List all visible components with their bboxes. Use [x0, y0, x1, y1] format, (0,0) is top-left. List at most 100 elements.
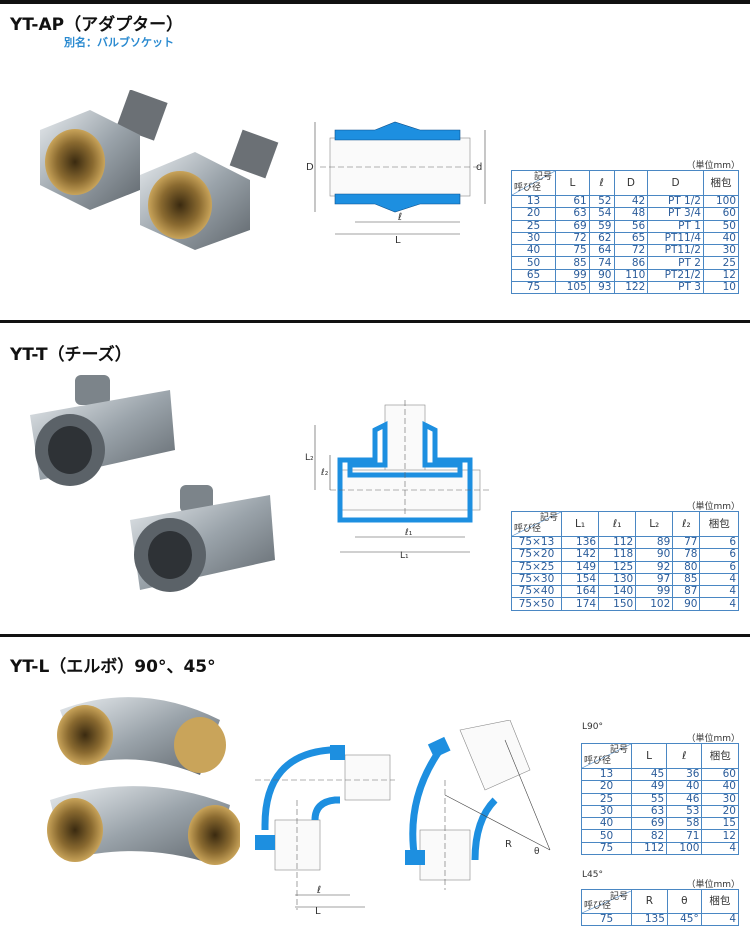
- value-cell: 42: [613, 194, 649, 209]
- value-cell: 69: [555, 219, 590, 233]
- size-cell: 65: [511, 268, 556, 283]
- col-header: 梱包: [701, 743, 739, 769]
- col-header: L: [630, 743, 668, 769]
- value-cell: 12: [702, 268, 740, 283]
- value-cell: 100: [666, 841, 703, 856]
- col-header: ℓ₂: [672, 511, 701, 537]
- value-cell: PT 1: [647, 219, 704, 233]
- size-cell: 30: [581, 804, 632, 819]
- value-cell: 80: [672, 560, 701, 574]
- value-cell: 154: [560, 572, 600, 587]
- size-cell: 13: [511, 194, 556, 209]
- size-cell: 13: [581, 767, 632, 782]
- value-cell: 6: [699, 535, 739, 550]
- value-cell: 85: [555, 256, 590, 270]
- elbow-photo: [47, 697, 240, 865]
- value-cell: PT21/2: [647, 268, 704, 283]
- value-cell: 71: [666, 829, 703, 843]
- value-cell: 36: [666, 767, 703, 782]
- value-cell: 55: [630, 792, 668, 806]
- size-cell: 75×25: [511, 560, 562, 574]
- value-cell: 72: [555, 231, 590, 246]
- size-cell: 75×13: [511, 535, 562, 550]
- value-cell: 92: [635, 560, 674, 574]
- dim-L1: L₁: [400, 551, 409, 560]
- size-cell: 40: [511, 244, 556, 258]
- value-cell: 140: [598, 585, 637, 599]
- tee-diagram: L₂ ℓ₂ ℓ₁ L₁: [305, 400, 490, 560]
- tee-photo: [30, 375, 275, 592]
- value-cell: 85: [672, 572, 701, 587]
- dim-L2: L₂: [305, 453, 314, 463]
- value-cell: 10: [702, 281, 740, 295]
- value-cell: 89: [635, 535, 674, 550]
- value-cell: 75: [555, 244, 590, 258]
- dim-L: L: [395, 235, 401, 245]
- value-cell: 86: [613, 256, 649, 270]
- size-cell: 25: [581, 792, 632, 806]
- value-cell: 30: [701, 792, 739, 806]
- col-header: θ: [666, 889, 702, 914]
- value-cell: 6: [699, 560, 739, 574]
- size-cell: 75×20: [511, 548, 562, 562]
- value-cell: 60: [701, 767, 739, 782]
- value-cell: 105: [555, 281, 590, 295]
- value-cell: 30: [702, 244, 740, 258]
- value-cell: 15: [701, 817, 739, 831]
- size-cell: 25: [511, 219, 556, 233]
- value-cell: 112: [598, 535, 637, 550]
- table-header: 記号呼び径 L ℓ D D 梱包: [511, 170, 740, 196]
- value-cell: 46: [666, 792, 703, 806]
- value-cell: 72: [613, 244, 649, 258]
- value-cell: 49: [630, 780, 668, 794]
- dim-l: ℓ: [398, 212, 402, 223]
- value-cell: 40: [666, 780, 703, 794]
- value-cell: 174: [560, 597, 600, 611]
- value-cell: 142: [560, 548, 600, 562]
- value-cell: 53: [666, 804, 703, 819]
- value-cell: 45°: [666, 912, 702, 927]
- value-cell: 99: [635, 585, 674, 599]
- col-header: ℓ: [666, 743, 703, 769]
- table-header: 記号呼び径 L ℓ 梱包: [581, 743, 739, 769]
- size-cell: 75: [581, 841, 632, 856]
- value-cell: PT11/2: [647, 244, 704, 258]
- value-cell: 164: [560, 585, 600, 599]
- size-cell: 75×50: [511, 597, 562, 611]
- value-cell: 45: [630, 767, 668, 782]
- section-title-l: YT-L（エルボ）90°、45°: [10, 657, 216, 677]
- dim-l: ℓ: [317, 885, 321, 896]
- elbow45-diagram: R θ: [405, 720, 551, 890]
- label-l45: L45°: [582, 870, 603, 880]
- value-cell: 136: [560, 535, 600, 550]
- value-cell: 110: [613, 268, 649, 283]
- value-cell: 77: [672, 535, 701, 550]
- col-header: 梱包: [702, 170, 740, 196]
- value-cell: 60: [702, 207, 740, 221]
- section-divider: [0, 634, 750, 637]
- col-header: D: [613, 170, 649, 196]
- value-cell: 63: [630, 804, 668, 819]
- table-header: 記号呼び径 R θ 梱包: [581, 889, 740, 914]
- value-cell: 112: [630, 841, 668, 856]
- value-cell: 4: [700, 912, 740, 927]
- top-rule: [0, 0, 750, 4]
- value-cell: 4: [699, 572, 739, 587]
- unit-ap: （単位mm）: [686, 161, 740, 171]
